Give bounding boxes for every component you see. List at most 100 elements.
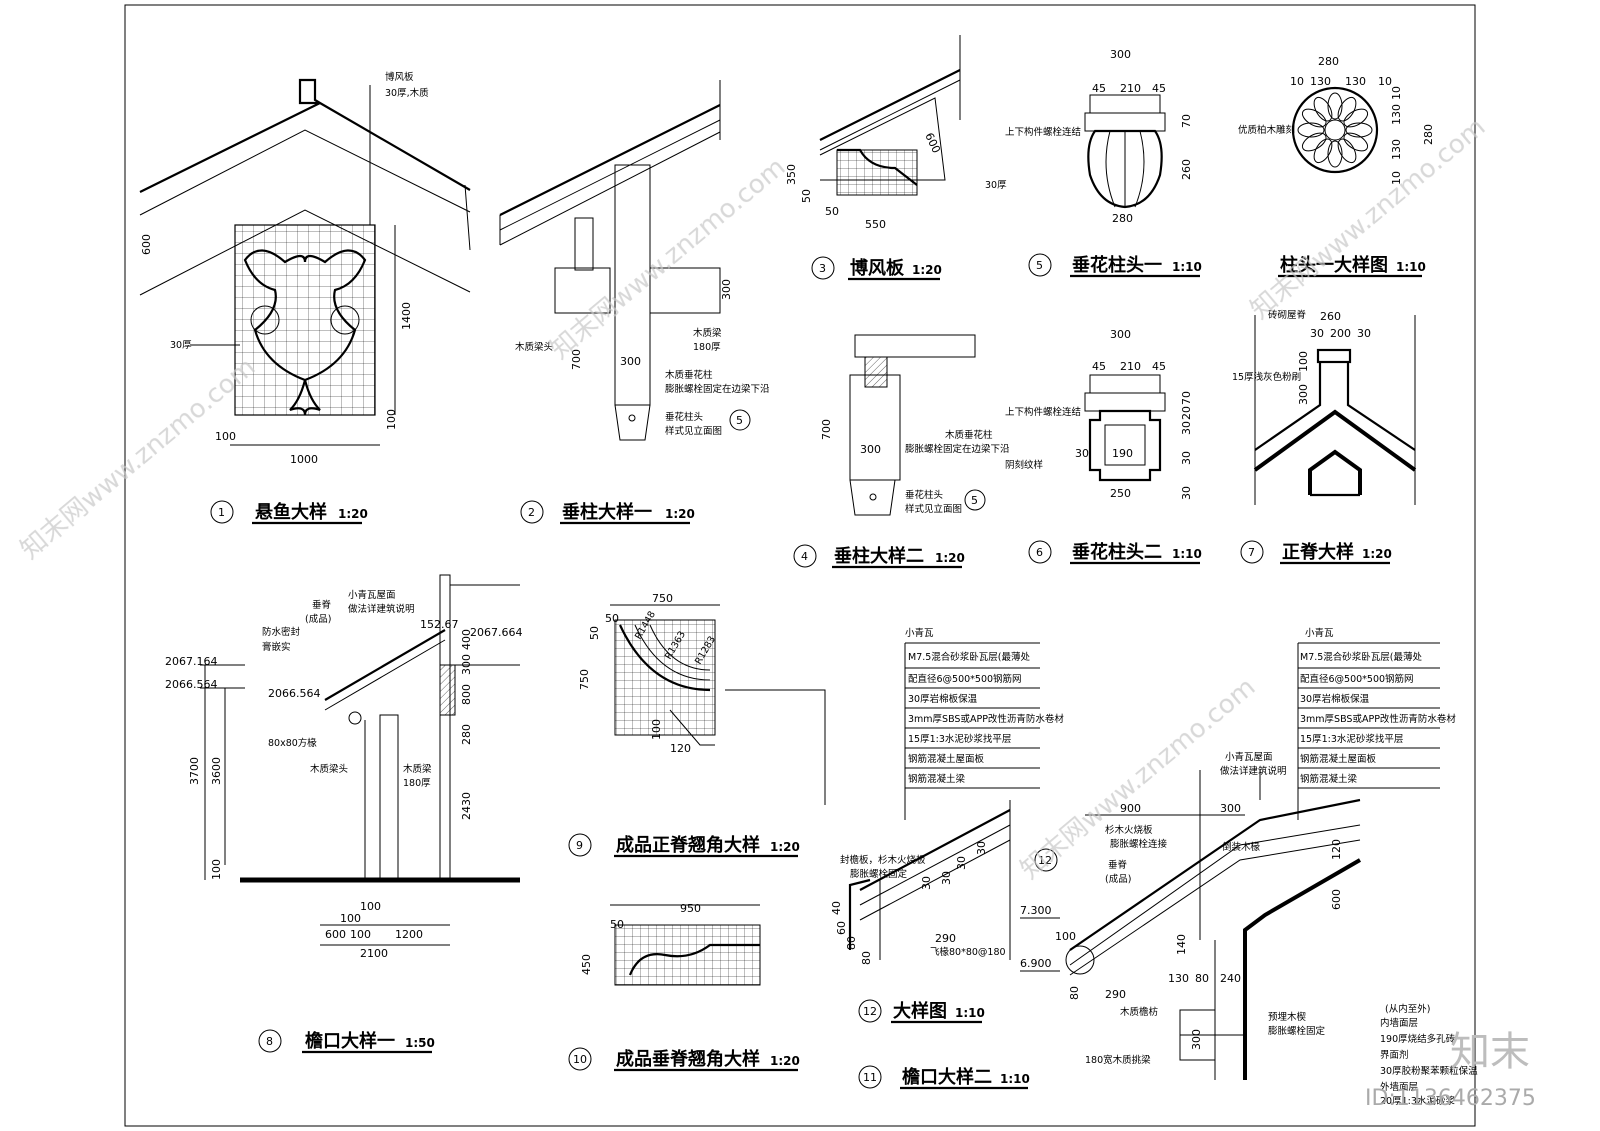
d7-dim-30b: 30 — [1357, 327, 1371, 340]
svg-text:1:10: 1:10 — [1172, 547, 1202, 561]
svg-text:檐口大样一: 檐口大样一 — [305, 1030, 395, 1052]
d8-seal2: 膏嵌实 — [262, 641, 291, 653]
d8-elev-4: 2067.664 — [470, 626, 523, 639]
carved-petal — [1297, 122, 1325, 138]
d6-dim-190: 190 — [1112, 447, 1133, 460]
d6-dim-20: 20 — [1180, 406, 1193, 420]
svg-text:博风板: 博风板 — [850, 257, 905, 279]
d8-dim-2430: 2430 — [460, 792, 473, 820]
d11-ridge: 垂脊 — [1108, 859, 1128, 871]
d6-dim-30a: 30 — [1180, 421, 1193, 435]
layer-notes-left: 小青瓦 M7.5混合砂浆卧瓦层(最薄处 配直径6@500*500钢筋网 30厚岩… — [904, 627, 1064, 820]
d1-dim-1400: 1400 — [400, 302, 413, 330]
d12-dim-290: 290 — [935, 932, 956, 945]
dh-dim-280: 280 — [1318, 55, 1339, 68]
d8-beam-head: 木质梁头 — [310, 763, 348, 775]
d11-ref: 12 — [1038, 854, 1052, 867]
d5-dim-280: 280 — [1112, 212, 1133, 225]
carved-petal — [1313, 96, 1333, 122]
d11-wall-6: 20厚1:3水泥砂浆 — [1380, 1095, 1455, 1107]
d4-col-fix: 膨胀螺栓固定在边梁下沿 — [905, 443, 1010, 455]
d6-dim-210: 210 — [1120, 360, 1141, 373]
d4-dim-700: 700 — [820, 419, 833, 440]
d1-dim-1000: 1000 — [290, 453, 318, 466]
lay-l-1: M7.5混合砂浆卧瓦层(最薄处 — [908, 651, 1031, 663]
d2-beam-head: 木质梁头 — [515, 341, 553, 353]
svg-text:1:20: 1:20 — [338, 507, 368, 521]
d11-block: 预埋木楔 — [1268, 1011, 1307, 1023]
svg-text:知末网www.znzmo.com: 知末网www.znzmo.com — [15, 352, 261, 565]
d7-ridge: 砖砌屋脊 — [1268, 309, 1307, 321]
d11-wall-3: 界面剂 — [1380, 1049, 1409, 1061]
carved-petal — [1337, 96, 1357, 122]
detail-5-column-head-1: 300 45 210 45 70 260 280 上下构件螺栓连结 — [1005, 48, 1193, 225]
svg-text:12: 12 — [863, 1005, 877, 1018]
d8-dim-1200: 1200 — [395, 928, 423, 941]
svg-text:成品正脊翘角大样: 成品正脊翘角大样 — [616, 834, 760, 856]
svg-text:正脊大样: 正脊大样 — [1282, 541, 1354, 563]
d11-board-fix: 膨胀螺栓连接 — [1110, 838, 1168, 850]
dh-dim-10d: 10 — [1390, 171, 1403, 185]
d11-wood: 倒装木椽 — [1222, 841, 1261, 853]
d3-dim-350: 350 — [785, 164, 798, 185]
id-text: ID:1136462375 — [1365, 1086, 1536, 1111]
d10-dim-450: 450 — [580, 954, 593, 975]
svg-text:垂柱大样一: 垂柱大样一 — [562, 501, 652, 523]
d7-dim-100: 100 — [1297, 351, 1310, 372]
carved-petal — [1337, 138, 1357, 164]
svg-text:柱头一大样图: 柱头一大样图 — [1280, 254, 1388, 276]
d8-elev-5: 152.67 — [420, 618, 459, 631]
dh-dim-10b: 10 — [1378, 75, 1392, 88]
d11-wall-5: 外墙面层 — [1380, 1081, 1418, 1093]
carved-petal — [1313, 138, 1333, 164]
dh-dim-10c: 10 — [1390, 86, 1403, 100]
d6-bolt: 上下构件螺栓连结 — [1005, 406, 1081, 418]
svg-text:1:20: 1:20 — [935, 551, 965, 565]
d8-dim-100c: 100 — [350, 928, 371, 941]
dh-dim-130d: 130 — [1390, 139, 1403, 160]
carved-petal — [1343, 108, 1369, 128]
lay-l-4: 3mm厚SBS或APP改性沥青防水卷材 — [908, 713, 1064, 725]
lay-r-0: 小青瓦 — [1305, 627, 1334, 639]
svg-text:知末网www.znzmo.com: 知末网www.znzmo.com — [545, 152, 791, 365]
d1-dim-600: 600 — [140, 234, 153, 255]
title-3: 3 博风板 1:20 — [811, 256, 942, 281]
d7-dim-300: 300 — [1297, 384, 1310, 405]
detail-10-hip-corner: 950 50 450 — [580, 902, 761, 986]
d2-col: 木质垂花柱 — [665, 369, 713, 381]
d11-wall-4: 30厚胶粉聚苯颗粒保温 — [1380, 1065, 1478, 1077]
d8-ridge2: (成品) — [305, 613, 331, 625]
d3-thk: 30厚 — [985, 180, 1007, 191]
dh-dim-280b: 280 — [1422, 124, 1435, 145]
svg-text:3: 3 — [819, 262, 826, 275]
d1-board-spec: 30厚,木质 — [385, 87, 429, 99]
title-8: 8 檐口大样一 1:50 — [258, 1029, 435, 1054]
d5-bolt: 上下构件螺栓连结 — [1005, 126, 1081, 138]
d8-dim-2100: 2100 — [360, 947, 388, 960]
d4-head: 垂花柱头 — [905, 489, 943, 501]
title-2: 2 垂柱大样一 1:20 — [520, 500, 695, 525]
detail-11-eave-2: 小青瓦屋面 做法详建筑说明 杉木火烧板 膨胀螺栓连接 倒装木椽 垂脊 (成品) … — [1020, 751, 1478, 1113]
svg-text:大样图: 大样图 — [893, 1000, 947, 1022]
d2-head: 垂花柱头 — [665, 411, 703, 423]
d11-dim-240: 240 — [1220, 972, 1241, 985]
d8-dim-300: 300 — [460, 654, 473, 675]
d2-dim-300a: 300 — [720, 279, 733, 300]
d12-dim-80a: 80 — [845, 936, 858, 950]
d11-block-fix: 膨胀螺栓固定 — [1268, 1025, 1326, 1037]
d8-elev-2: 2066.564 — [165, 678, 218, 691]
brand-logo: 知末 — [1450, 1029, 1530, 1075]
d11-ref-circle — [1034, 848, 1058, 872]
d12-eave-fix: 膨胀螺栓固定 — [850, 868, 908, 880]
carved-petal — [1345, 122, 1373, 138]
lay-l-7: 钢筋混凝土梁 — [908, 773, 966, 785]
svg-text:5: 5 — [1036, 259, 1043, 272]
d6-dim-45b: 45 — [1152, 360, 1166, 373]
d7-plaster: 15厚浅灰色粉刷 — [1232, 371, 1301, 383]
d4-head-ref: 样式见立面图 — [905, 503, 962, 515]
d5-dim-210: 210 — [1120, 82, 1141, 95]
d7-dim-200: 200 — [1330, 327, 1351, 340]
d8-elev-3: 2066.564 — [268, 687, 321, 700]
d6-dim-250: 250 — [1110, 487, 1131, 500]
detail-12-rafter: 封檐板，杉木火烧板 膨胀螺栓固定 飞椽80*80@180 30 30 30 30… — [830, 800, 1011, 965]
